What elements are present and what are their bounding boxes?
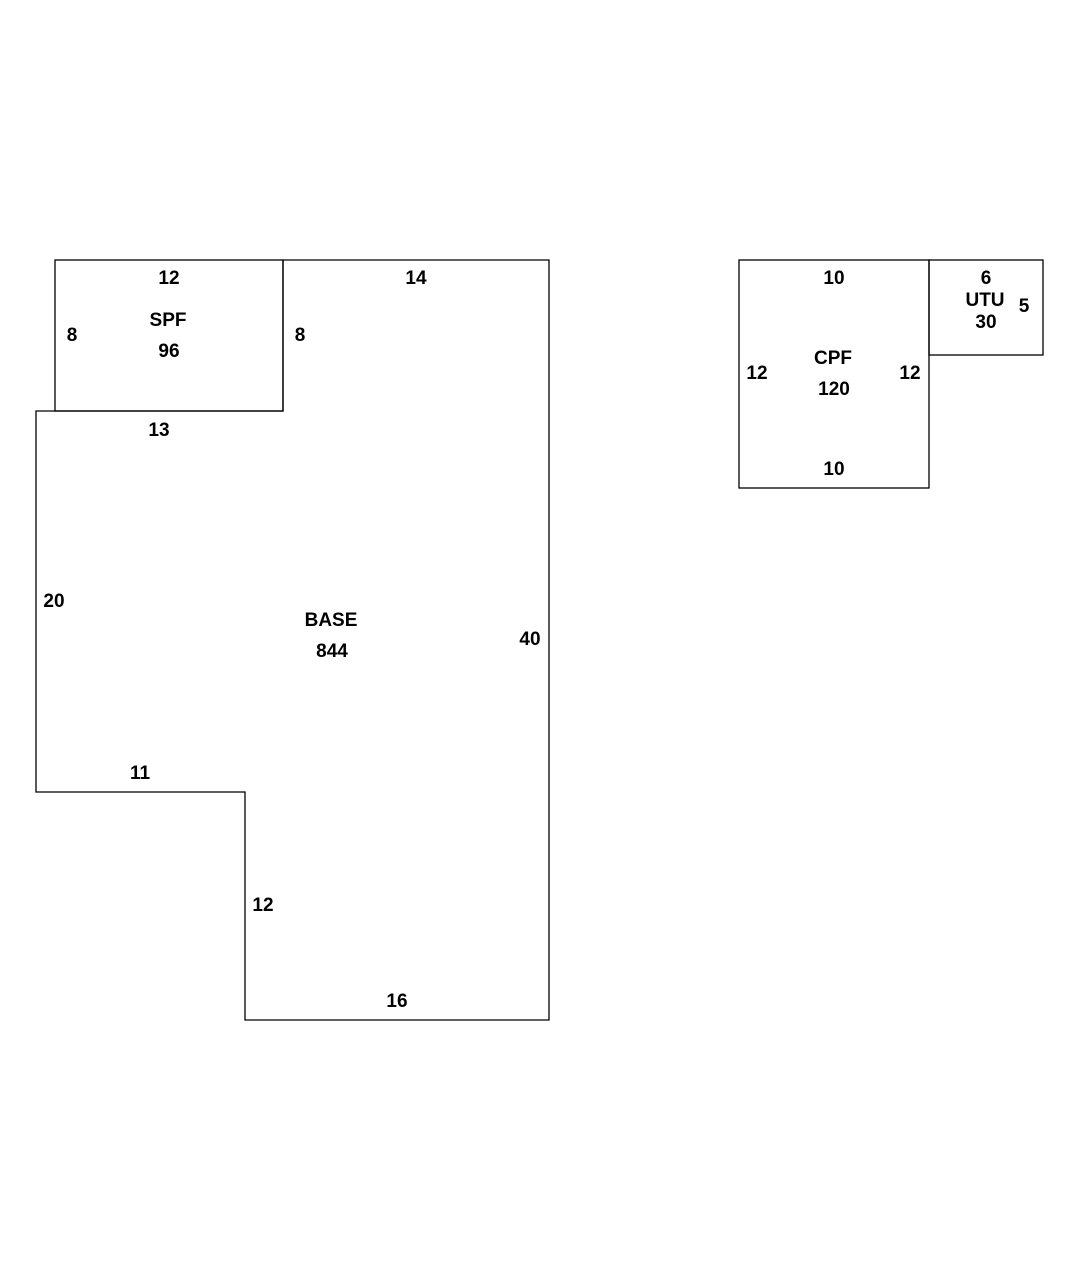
cpf-left-dimension: 12 (746, 363, 767, 384)
utu-area: 30 (975, 312, 996, 333)
base-shared-top-dimension: 13 (148, 420, 169, 441)
base-outline (35, 259, 550, 1021)
cpf-label: CPF (814, 348, 852, 369)
utu-outline (928, 259, 1044, 356)
cpf-right-dimension: 12 (899, 363, 920, 384)
spf-right-dimension: 8 (295, 325, 306, 346)
utu-label: UTU (965, 290, 1004, 311)
base-right-dimension: 40 (519, 629, 540, 650)
spf-left-dimension: 8 (67, 325, 78, 346)
cpf-bottom-dimension: 10 (823, 459, 844, 480)
utu-top-dimension: 6 (981, 268, 992, 289)
spf-area: 96 (158, 341, 179, 362)
spf-outline (54, 259, 284, 412)
base-left-dimension: 20 (43, 591, 64, 612)
cpf-area: 120 (818, 379, 850, 400)
base-inner-vertical-dimension: 12 (252, 895, 273, 916)
cpf-top-dimension: 10 (823, 268, 844, 289)
utu-right-dimension: 5 (1019, 296, 1030, 317)
cpf-outline (738, 259, 930, 489)
base-top-dimension: 14 (405, 268, 427, 289)
spf-label: SPF (150, 310, 187, 331)
base-label: BASE (305, 610, 358, 631)
base-bottom-dimension: 16 (386, 991, 407, 1012)
base-area: 844 (316, 641, 348, 662)
base-step-dimension: 11 (130, 763, 151, 784)
spf-top-dimension: 12 (158, 268, 179, 289)
